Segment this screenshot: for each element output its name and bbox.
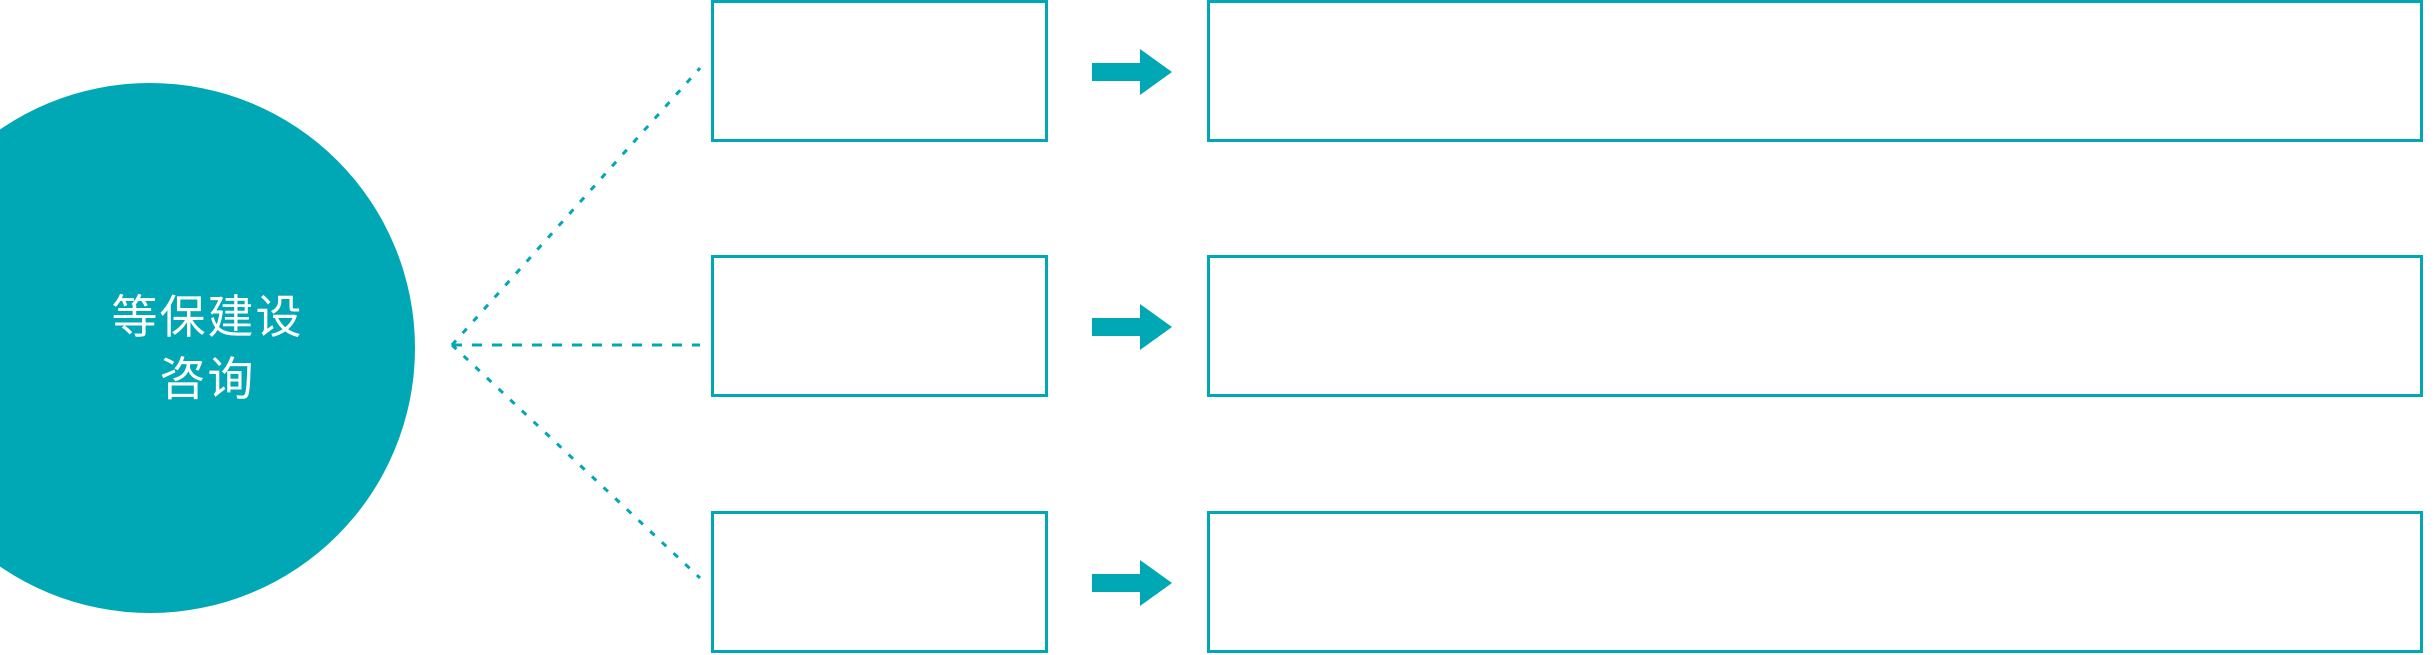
branch-label-box-2[interactable]: [711, 255, 1048, 397]
branch-row-3: [0, 511, 2434, 655]
branch-label-box-3[interactable]: [711, 511, 1048, 653]
arrow-right-icon: [1092, 560, 1172, 606]
hub-label-line-2: 咨询: [159, 353, 256, 405]
hub-label-line-1: 等保建设: [111, 290, 304, 343]
branch-row-1: [0, 0, 2434, 145]
branch-detail-box-3[interactable]: [1207, 511, 2423, 653]
branch-detail-box-1[interactable]: [1207, 0, 2423, 142]
hub-circle[interactable]: 等保建设 咨询: [0, 83, 415, 613]
arrow-right-icon: [1092, 49, 1172, 95]
branch-detail-box-2[interactable]: [1207, 255, 2423, 397]
branch-label-box-1[interactable]: [711, 0, 1048, 142]
branch-row-2: [0, 255, 2434, 400]
arrow-right-icon: [1092, 304, 1172, 350]
